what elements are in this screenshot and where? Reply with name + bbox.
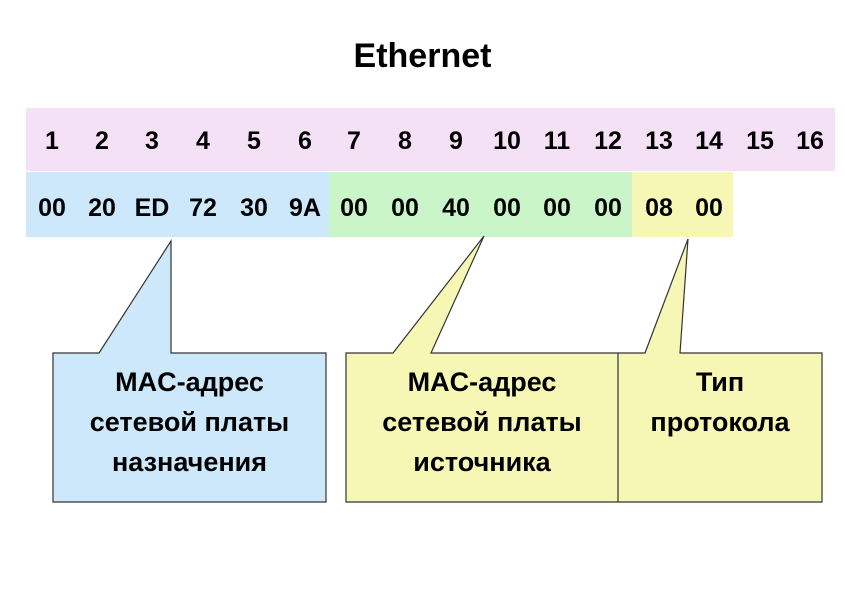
byte-index: 6 xyxy=(298,127,312,155)
dest-mac-band xyxy=(26,172,329,237)
byte-value: 00 xyxy=(340,194,368,222)
byte-index: 13 xyxy=(645,127,673,155)
diagram-title: Ethernet xyxy=(353,37,492,75)
byte-value: 40 xyxy=(442,194,470,222)
byte-value: 72 xyxy=(189,194,217,222)
byte-value: 20 xyxy=(88,194,116,222)
byte-index: 14 xyxy=(695,127,723,155)
byte-index: 9 xyxy=(449,127,463,155)
byte-value: 00 xyxy=(543,194,571,222)
byte-value: 00 xyxy=(493,194,521,222)
byte-value: 30 xyxy=(240,194,268,222)
byte-index: 5 xyxy=(247,127,261,155)
byte-value: 00 xyxy=(391,194,419,222)
src-mac-band xyxy=(329,172,632,237)
byte-index: 2 xyxy=(95,127,109,155)
byte-index: 4 xyxy=(196,127,210,155)
byte-index: 3 xyxy=(145,127,159,155)
byte-index: 12 xyxy=(594,127,622,155)
callout-src-label: MAC-адрес сетевой платы источника xyxy=(382,367,582,477)
byte-value: 9A xyxy=(289,194,321,222)
callout-dest-shape xyxy=(52,238,327,503)
byte-value: 00 xyxy=(695,194,723,222)
callout-type-label: Тип протокола xyxy=(650,367,790,437)
byte-index: 15 xyxy=(746,127,774,155)
byte-index: 10 xyxy=(493,127,521,155)
byte-index: 7 xyxy=(347,127,361,155)
byte-value: 00 xyxy=(594,194,622,222)
byte-index: 16 xyxy=(796,127,824,155)
callout-dest-label: MAC-адрес сетевой платы назначения xyxy=(89,367,290,477)
byte-index: 11 xyxy=(543,127,571,155)
byte-index: 8 xyxy=(398,127,412,155)
callout-src-type-shape xyxy=(345,235,823,503)
byte-value: 00 xyxy=(38,194,66,222)
byte-index-row: 1 2 3 4 5 6 7 8 9 10 11 12 13 14 15 16 xyxy=(26,108,835,171)
ethertype-band xyxy=(632,172,733,237)
byte-value: 08 xyxy=(645,194,673,222)
byte-index: 1 xyxy=(45,127,59,155)
byte-value: ED xyxy=(134,194,170,222)
